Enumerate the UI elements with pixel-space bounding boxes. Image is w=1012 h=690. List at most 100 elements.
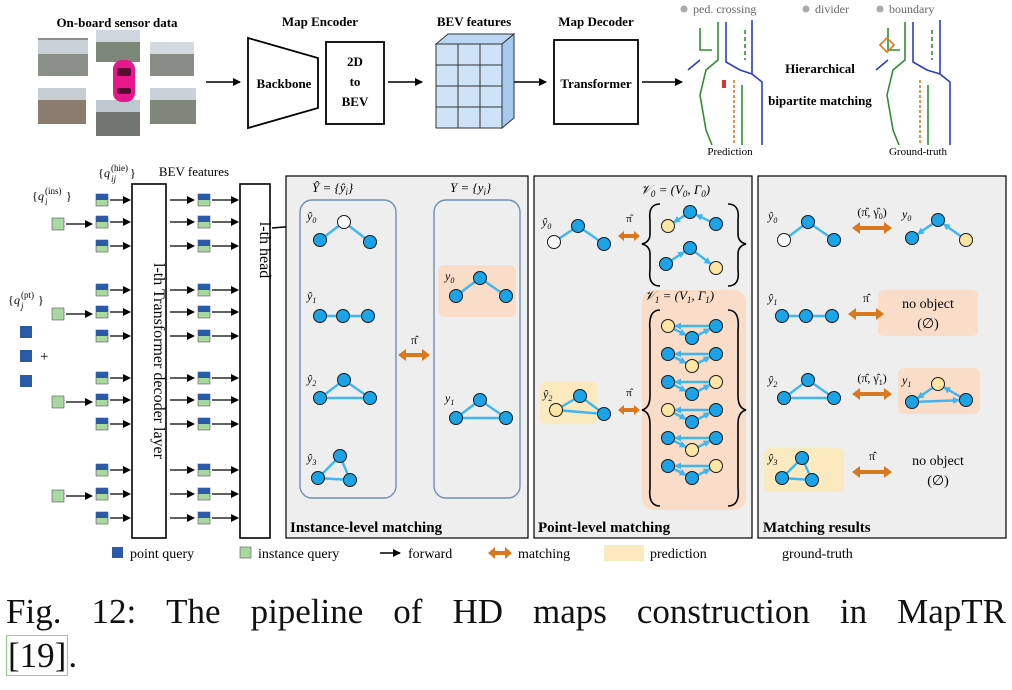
graph-index-label: ŷ1 xyxy=(767,291,777,307)
graph-index-label: ŷ1 xyxy=(306,289,316,305)
graph-node xyxy=(777,391,791,405)
caption-word: The xyxy=(166,592,221,631)
polyline-graph xyxy=(661,431,723,457)
matching-arrow xyxy=(618,231,640,415)
graph-node xyxy=(825,309,839,323)
caption-word: MapTR xyxy=(897,592,1006,631)
graph-node xyxy=(685,471,699,485)
bev-cell xyxy=(457,43,481,66)
graph-node xyxy=(336,309,350,323)
svg-text:j: j xyxy=(20,301,24,311)
svg-text:q: q xyxy=(38,189,44,203)
graph-node xyxy=(661,219,675,233)
graph-node xyxy=(685,387,699,401)
hierarchical-query-label: { q (hie) ij } xyxy=(98,163,136,184)
graph-node xyxy=(777,233,791,247)
graph-node xyxy=(337,373,351,387)
query-columns xyxy=(51,193,239,525)
bev-features-label: BEV features xyxy=(159,164,229,179)
graph-index-label: ŷ0 xyxy=(306,209,316,225)
polyline-graphs xyxy=(311,205,973,487)
groundtruth-set-box xyxy=(433,199,521,499)
citation-link[interactable]: [19] xyxy=(6,635,69,676)
graph-node xyxy=(571,219,585,233)
svg-text:{: { xyxy=(32,189,38,203)
legend-dot-icon xyxy=(802,5,810,13)
graph-node xyxy=(827,233,841,247)
graph-node xyxy=(709,319,723,333)
point-embed-icon xyxy=(96,330,108,336)
bev-cell xyxy=(479,64,503,87)
graph-node xyxy=(449,411,463,425)
polyline-graph xyxy=(661,319,723,345)
graph-node xyxy=(661,375,675,389)
bev-cell xyxy=(479,85,503,108)
brace-right xyxy=(727,203,747,287)
legend-prediction: prediction xyxy=(650,547,707,562)
point-query-stack xyxy=(20,326,32,387)
v0-set-label: 𝒱0 = (V0, Γ0) xyxy=(640,182,710,199)
graph-node xyxy=(337,215,351,229)
point-embed-icon xyxy=(198,394,210,400)
graph-node xyxy=(775,309,789,323)
graph-node xyxy=(805,473,819,487)
svg-text:}: } xyxy=(66,189,72,203)
point-embed-icon xyxy=(198,464,210,470)
polyline-graph xyxy=(775,309,839,323)
head-block xyxy=(239,183,271,539)
matching-legend-icon xyxy=(488,547,512,559)
point-embed-icon xyxy=(96,512,108,518)
graph-node xyxy=(799,309,813,323)
point-embed-icon xyxy=(96,240,108,246)
polyline-graph xyxy=(313,373,377,405)
cube-side xyxy=(501,32,515,130)
point-embed-icon xyxy=(198,194,210,200)
graph-node xyxy=(363,235,377,249)
point-embed-icon xyxy=(96,418,108,424)
graph-node xyxy=(959,233,973,247)
legend-dot-icon xyxy=(680,5,688,13)
graph-edge xyxy=(555,408,605,416)
caption-line-2: [19]. xyxy=(6,634,1006,678)
polyline-graph xyxy=(777,373,841,405)
matching-arrow xyxy=(848,222,892,478)
graph-node xyxy=(661,459,675,473)
point-embed-icon xyxy=(96,464,108,470)
brace-left xyxy=(641,203,661,287)
svg-text:(ins): (ins) xyxy=(45,186,62,196)
graph-node xyxy=(473,393,487,407)
instance-query-icon xyxy=(51,489,65,503)
polyline-graph xyxy=(661,375,723,401)
graph-node xyxy=(597,237,611,251)
caption-word: Fig. xyxy=(6,592,62,631)
v1-set-label: 𝒱1 = (V1, Γ1) xyxy=(644,288,714,305)
point-panel-title: Point-level matching xyxy=(538,520,671,536)
graph-node xyxy=(775,471,789,485)
pipeline-figure: On-board sensor data Map Encoder Backbon… xyxy=(8,2,1007,562)
prediction-set-label: Ŷ = {ŷi} xyxy=(312,180,354,197)
graph-node xyxy=(343,473,357,487)
polyline-graph xyxy=(905,213,973,247)
point-embed-icon xyxy=(198,418,210,424)
point-embed-icon xyxy=(96,284,108,290)
graph-node xyxy=(313,391,327,405)
prediction-label: Prediction xyxy=(707,146,753,158)
graph-node xyxy=(573,389,587,403)
polyline-graph xyxy=(313,215,377,249)
caption-period: . xyxy=(68,636,78,675)
legend-instance-query: instance query xyxy=(258,547,339,562)
point-embed-icon xyxy=(198,240,210,246)
point-embed-icon xyxy=(96,372,108,378)
svg-text:q: q xyxy=(104,166,110,180)
bev-title: BEV features xyxy=(437,14,511,29)
graph-node xyxy=(709,431,723,445)
graph-node xyxy=(801,215,815,229)
empty-set-label: (∅) xyxy=(927,474,949,489)
polyline-graph xyxy=(661,403,723,429)
point-embed-icon xyxy=(96,394,108,400)
point-embed-icon xyxy=(198,330,210,336)
polyline-graph xyxy=(547,219,611,251)
polyline-graph xyxy=(449,393,513,425)
caption-word: in xyxy=(839,592,868,631)
polyline-graph xyxy=(661,205,723,233)
